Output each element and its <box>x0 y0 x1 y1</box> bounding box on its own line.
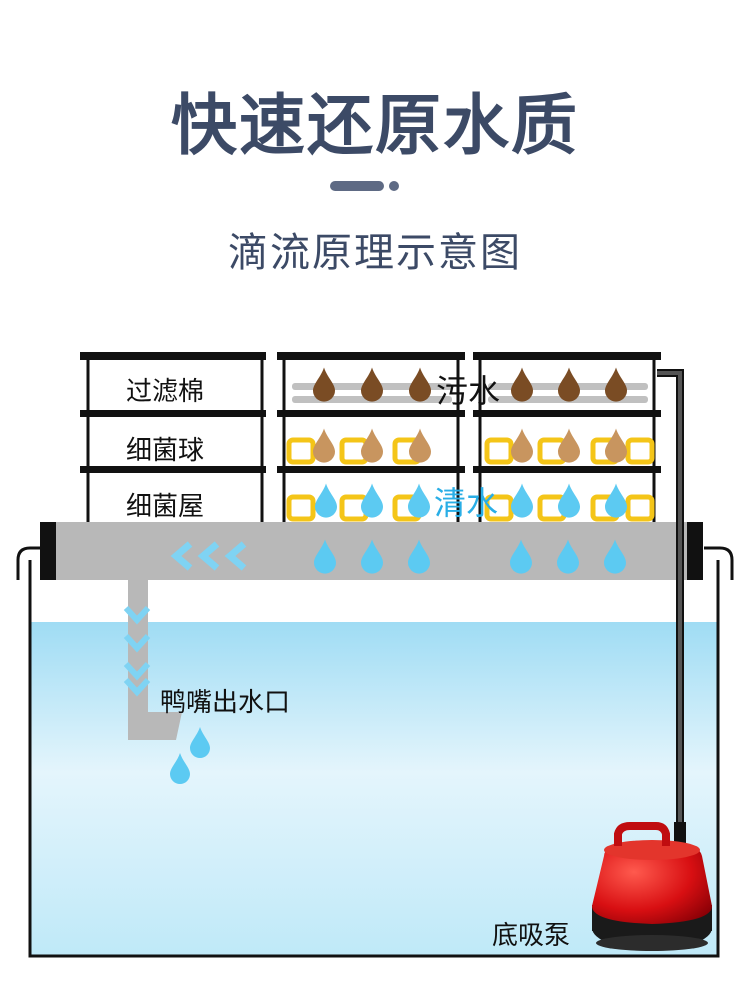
filtering-water-drops <box>313 428 627 463</box>
clean-drop <box>361 483 383 518</box>
clean-drop <box>408 483 430 518</box>
layer-label-filter-cotton: 过滤棉 <box>126 377 205 407</box>
filtering-drop <box>605 428 627 463</box>
dirty-drop <box>313 367 335 402</box>
filtering-drop <box>409 428 431 463</box>
leftward-flow-arrows <box>170 541 247 571</box>
title-underline-dot <box>389 181 399 191</box>
tank-right-lip <box>704 546 734 580</box>
dirty-water-label: 污水 <box>436 372 501 410</box>
dirty-drop <box>409 367 431 402</box>
filtering-drop <box>313 428 335 463</box>
clean-drop <box>605 483 627 518</box>
layer-label-bio-balls: 细菌球 <box>126 436 205 466</box>
duckbill-outlet-label: 鸭嘴出水口 <box>160 688 291 718</box>
filtering-drop <box>511 428 533 463</box>
page-title: 快速还原水质 <box>171 87 579 164</box>
clean-drop <box>511 483 533 518</box>
clean-drop <box>558 483 580 518</box>
clean-water-label: 清水 <box>434 484 499 522</box>
filtering-drop <box>361 428 383 463</box>
dirty-drop <box>558 367 580 402</box>
dirty-drop <box>605 367 627 402</box>
tank-outline <box>28 560 720 958</box>
title-underline-bar <box>330 181 384 191</box>
diagram-subtitle: 滴流原理示意图 <box>228 230 522 276</box>
collection-trough <box>40 522 703 740</box>
layer-label-bio-house: 细菌屋 <box>126 492 205 522</box>
dirty-drop <box>511 367 533 402</box>
duckbill-pipe <box>128 580 182 740</box>
filter-tower-left <box>80 352 266 522</box>
bottom-pump-label: 底吸泵 <box>492 921 571 951</box>
filtering-drop <box>558 428 580 463</box>
bottom-suction-pump <box>592 822 712 951</box>
dirty-drop <box>361 367 383 402</box>
clean-drop <box>315 483 337 518</box>
downward-flow-arrows <box>123 605 151 697</box>
tank-left-lip <box>16 546 44 580</box>
